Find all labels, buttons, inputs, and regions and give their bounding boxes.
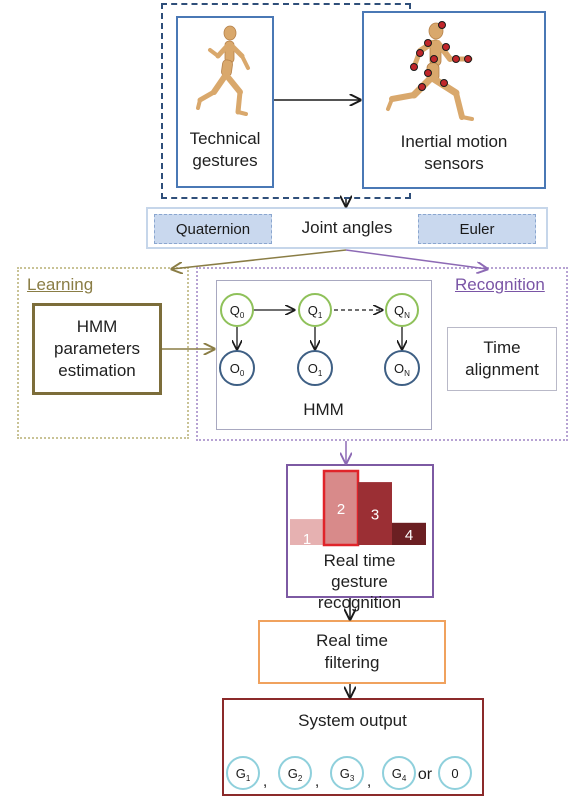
time-line2: alignment bbox=[465, 360, 539, 379]
time-alignment-box: Time alignment bbox=[447, 327, 557, 391]
time-line1: Time bbox=[483, 338, 521, 357]
recognition-bar-label-1: 1 bbox=[303, 531, 311, 548]
state-q2-node bbox=[385, 293, 419, 327]
recognition-bar-label-4: 4 bbox=[405, 527, 413, 544]
state-o1-node bbox=[297, 350, 333, 386]
recognition-bar-label-3: 3 bbox=[371, 507, 379, 524]
state-o2-label: ON bbox=[394, 361, 410, 378]
output-items: G1, G2, G3, G4 or 0 bbox=[226, 756, 472, 790]
recognition-group bbox=[196, 267, 568, 441]
state-q1-label: Q1 bbox=[308, 303, 323, 320]
inertial-sensors-label: Inertial motion sensors bbox=[364, 131, 544, 175]
technical-gestures-label: Technical gestures bbox=[178, 128, 272, 172]
output-g4-label: G4 bbox=[392, 766, 407, 783]
euler-tag: Euler bbox=[418, 214, 536, 244]
learning-group bbox=[17, 267, 189, 439]
state-o1-label: O1 bbox=[308, 361, 323, 378]
system-output-label: System output bbox=[298, 711, 407, 730]
arrow-to-recognition bbox=[345, 249, 487, 269]
sensors-line1: Inertial motion bbox=[400, 132, 508, 151]
state-q1-node bbox=[298, 293, 332, 327]
recognition-bar-1 bbox=[290, 519, 324, 545]
output-zero-label: 0 bbox=[451, 766, 458, 781]
rt-recognition-label: Real time gesture recognition bbox=[288, 550, 431, 613]
output-g2-label: G2 bbox=[288, 766, 303, 783]
state-q0-label: Q0 bbox=[230, 303, 245, 320]
gestures-line1: Technical bbox=[189, 129, 261, 148]
output-g1-label: G1 bbox=[236, 766, 251, 783]
recognition-bar-label-2: 2 bbox=[337, 501, 345, 518]
mannequin-with-sensors-figure bbox=[386, 21, 474, 121]
recognition-bar-4 bbox=[392, 522, 426, 545]
euler-label: Euler bbox=[459, 220, 495, 238]
filtering-line2: filtering bbox=[324, 653, 380, 672]
output-g1-circle bbox=[226, 756, 260, 790]
recognition-label: Recognition bbox=[455, 275, 545, 294]
state-q2-label: QN bbox=[394, 303, 410, 320]
rt-recognition-line2: gesture recognition bbox=[317, 572, 402, 612]
state-o2-node bbox=[384, 350, 420, 386]
output-g2-circle bbox=[278, 756, 312, 790]
gestures-line2: gestures bbox=[192, 151, 258, 170]
rt-recognition-line1: Real time bbox=[323, 551, 396, 570]
technical-gestures-box: Technical gestures bbox=[176, 16, 274, 188]
state-q0-node bbox=[220, 293, 254, 327]
hmm-parameters-box: HMM parameters estimation bbox=[32, 303, 162, 395]
wooden-mannequin-running-figure bbox=[196, 25, 250, 116]
output-or-label: or bbox=[418, 766, 433, 783]
hmm-param-line1: HMM bbox=[76, 317, 118, 336]
inertial-motion-sensors-box: Inertial motion sensors bbox=[362, 11, 546, 189]
output-comma: , bbox=[315, 773, 319, 790]
hmm-states: Q0 Q1 QN O0 O1 ON bbox=[219, 293, 420, 386]
hmm-param-line3: estimation bbox=[58, 361, 136, 380]
sensor-markers bbox=[410, 21, 472, 91]
output-comma: , bbox=[367, 773, 371, 790]
learning-label: Learning bbox=[27, 275, 94, 294]
quaternion-tag: Quaternion bbox=[154, 214, 272, 244]
output-g3-label: G3 bbox=[340, 766, 355, 783]
output-comma: , bbox=[263, 773, 267, 790]
filtering-line1: Real time bbox=[316, 631, 388, 650]
sensors-line2: sensors bbox=[424, 154, 484, 173]
output-zero-circle bbox=[438, 756, 472, 790]
state-o0-node bbox=[219, 350, 255, 386]
state-o0-label: O0 bbox=[230, 361, 245, 378]
hmm-param-line2: parameters bbox=[54, 339, 140, 358]
arrow-to-learning bbox=[172, 249, 347, 269]
recognition-bars: 1 2 3 4 bbox=[290, 469, 426, 548]
quaternion-label: Quaternion bbox=[175, 220, 251, 238]
output-g3-circle bbox=[330, 756, 364, 790]
hmm-label: HMM bbox=[303, 400, 344, 419]
recognition-bar-3 bbox=[358, 482, 392, 545]
output-g4-circle bbox=[382, 756, 416, 790]
real-time-filtering-box: Real time filtering bbox=[258, 620, 446, 684]
joint-angles-label: Joint angles bbox=[301, 218, 393, 237]
